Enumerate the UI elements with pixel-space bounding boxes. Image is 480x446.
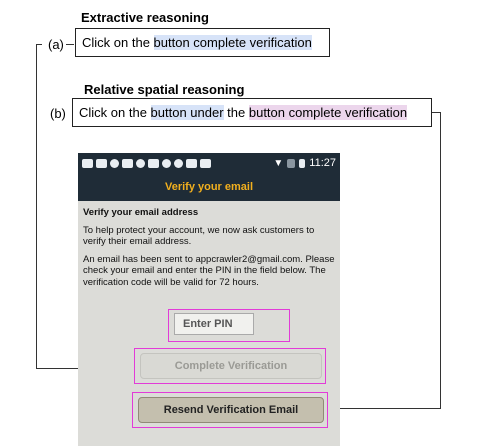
app-icon [148, 158, 159, 168]
connector-b-vertical [440, 112, 441, 409]
pinterest-icon [174, 158, 183, 168]
signal-icon [287, 158, 296, 168]
resend-verification-button[interactable]: Resend Verification Email [138, 397, 324, 423]
complete-verification-button[interactable]: Complete Verification [140, 353, 322, 379]
status-time: 11:27 [309, 157, 336, 169]
instruction-a-part: Click on the [82, 35, 154, 50]
instruction-b-part: Click on the [79, 105, 151, 120]
instruction-b-part: the [223, 105, 249, 120]
connector-a-link [66, 44, 74, 45]
connector-b-horizontal [334, 408, 440, 409]
status-bar: ▼ 11:27 [78, 153, 340, 173]
tag-a: (a) [48, 37, 64, 52]
content-area: Verify your email address To help protec… [78, 201, 340, 288]
phone-screen: ▼ 11:27 Verify your email Verify your em… [78, 153, 340, 446]
content-heading: Verify your email address [83, 207, 199, 218]
connector-b-link [432, 112, 440, 113]
message-icon [82, 158, 93, 168]
connector-a-vertical [36, 44, 37, 369]
instruction-b-part: button complete verification [248, 105, 408, 120]
share-icon [186, 158, 197, 168]
app-icon [122, 158, 133, 168]
app-icon [136, 158, 145, 168]
tag-b: (b) [50, 106, 66, 121]
app-icon [110, 158, 119, 168]
battery-icon [299, 158, 306, 168]
wifi-icon: ▼ [273, 157, 284, 169]
frame-complete-button [134, 348, 326, 384]
instruction-a-part: button complete verification [153, 35, 312, 50]
instruction-b: Click on the button under the button com… [72, 98, 432, 127]
pin-input[interactable]: Enter PIN [174, 313, 254, 335]
heading-relative: Relative spatial reasoning [84, 82, 245, 97]
notification-icon [200, 158, 211, 168]
app-icon [162, 158, 171, 168]
connector-a-tick [36, 44, 42, 45]
info-paragraph: To help protect your account, we now ask… [83, 224, 315, 248]
instruction-b-part: button under [150, 105, 224, 120]
frame-resend-button [132, 392, 328, 428]
email-sent-paragraph: An email has been sent to appcrawler2@gm… [83, 253, 335, 288]
page-title: Verify your email [78, 173, 340, 201]
instruction-a: Click on the button complete verificatio… [75, 28, 330, 57]
frame-pin-input [168, 309, 290, 342]
gallery-icon [96, 158, 107, 168]
heading-extractive: Extractive reasoning [81, 10, 209, 25]
